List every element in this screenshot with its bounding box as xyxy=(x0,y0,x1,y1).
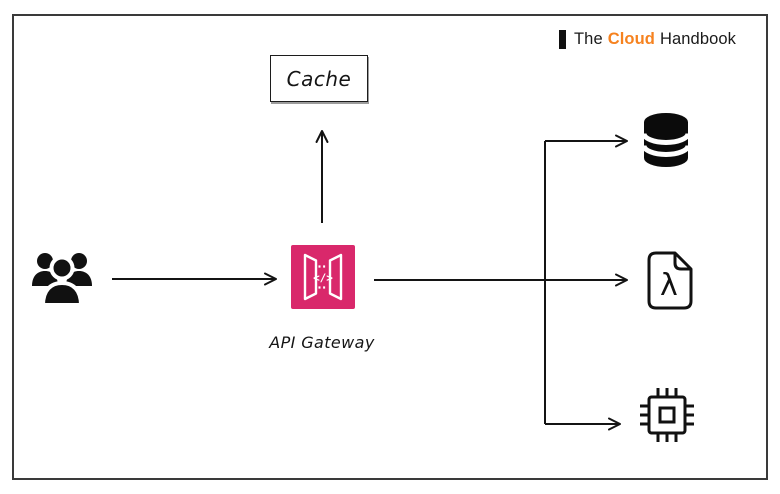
api-gateway-label: API Gateway xyxy=(269,333,375,352)
lambda-file-icon: λ xyxy=(647,251,693,310)
diagram-frame xyxy=(12,14,768,480)
api-gateway-icon: </> xyxy=(291,245,355,309)
brand-suffix: Handbook xyxy=(659,30,736,48)
brand-prefix: The xyxy=(573,30,603,48)
users-icon xyxy=(32,253,92,307)
cache-node: Cache xyxy=(270,55,368,102)
cpu-chip-icon xyxy=(640,388,694,442)
brand-bar-icon xyxy=(558,30,566,49)
database-icon xyxy=(643,113,689,167)
lambda-glyph: λ xyxy=(660,268,678,303)
cache-label: Cache xyxy=(286,66,352,91)
brand-highlight: Cloud xyxy=(607,30,655,48)
gateway-glyph: </> xyxy=(313,272,333,285)
brand-header: The Cloud Handbook xyxy=(558,30,736,49)
